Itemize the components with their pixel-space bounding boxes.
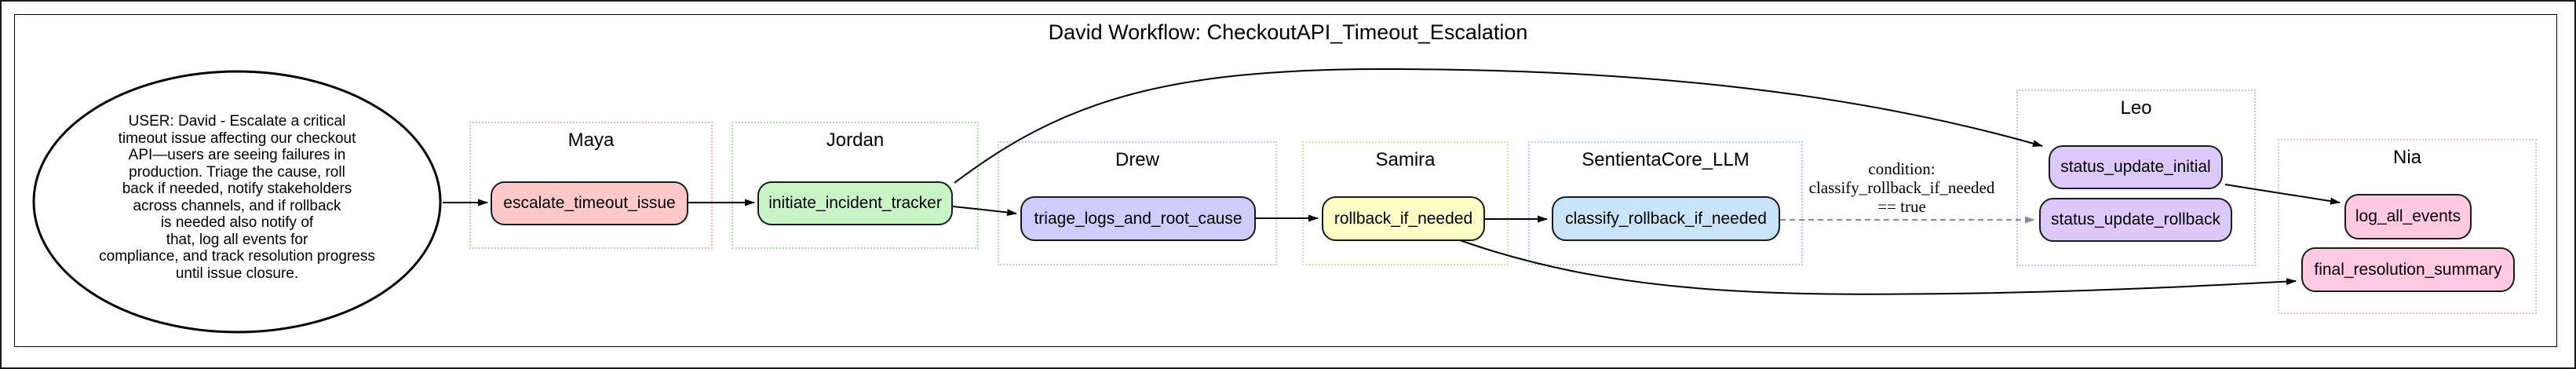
node-label: rollback_if_needed xyxy=(1334,209,1473,228)
cluster-nia: Nia xyxy=(2278,139,2537,314)
node-label: log_all_events xyxy=(2355,207,2461,225)
diagram-title: David Workflow: CheckoutAPI_Timeout_Esca… xyxy=(1048,20,1528,44)
node-triage-logs-and-root-cause: triage_logs_and_root_cause xyxy=(1020,196,1256,241)
node-rollback-if-needed: rollback_if_needed xyxy=(1322,196,1485,241)
edge-rollback-to-final-summary xyxy=(1459,239,2297,295)
cluster-drew-label: Drew xyxy=(1115,149,1159,170)
node-initiate-incident-tracker: initiate_incident_tracker xyxy=(757,181,953,225)
node-label: status_update_rollback xyxy=(2051,210,2220,228)
node-escalate-timeout-issue: escalate_timeout_issue xyxy=(491,181,688,225)
cluster-leo-label: Leo xyxy=(2120,97,2152,119)
node-final-resolution-summary: final_resolution_summary xyxy=(2301,247,2515,292)
cluster-maya: Maya xyxy=(469,122,713,249)
node-classify-rollback-if-needed: classify_rollback_if_needed xyxy=(1552,196,1780,241)
cluster-nia-label: Nia xyxy=(2392,147,2421,168)
node-label: initiate_incident_tracker xyxy=(768,194,942,212)
node-label: triage_logs_and_root_cause xyxy=(1034,209,1242,228)
cluster-sentientacore-llm-label: SentientaCore_LLM xyxy=(1582,149,1750,170)
cluster-sentientacore-llm: SentientaCore_LLM xyxy=(1528,141,1803,265)
edge-initiate-to-triage xyxy=(952,206,1017,217)
cluster-jordan-label: Jordan xyxy=(826,130,885,151)
cluster-drew: Drew xyxy=(998,141,1277,265)
node-label: final_resolution_summary xyxy=(2314,260,2502,279)
cluster-jordan: Jordan xyxy=(732,122,979,249)
node-label: classify_rollback_if_needed xyxy=(1565,209,1767,228)
cluster-samira: Samira xyxy=(1302,141,1509,265)
cluster-maya-label: Maya xyxy=(567,130,615,151)
node-label: escalate_timeout_issue xyxy=(503,194,676,212)
node-label: status_update_initial xyxy=(2060,158,2211,176)
cluster-samira-label: Samira xyxy=(1375,149,1436,170)
condition-edge-label: condition: classify_rollback_if_needed =… xyxy=(1808,159,1995,216)
user-request-text: USER: David - Escalate a critical timeou… xyxy=(99,113,375,282)
cluster-leo: Leo xyxy=(2016,90,2256,266)
edge-status-initial-to-log-all-events xyxy=(2224,184,2341,205)
node-log-all-events: log_all_events xyxy=(2344,194,2472,239)
node-status-update-rollback: status_update_rollback xyxy=(2039,198,2232,242)
user-request-ellipse xyxy=(32,70,442,334)
diagram-frame xyxy=(14,14,2557,347)
edge-initiate-to-status-update-initial xyxy=(954,68,2043,184)
node-status-update-initial: status_update_initial xyxy=(2049,145,2223,189)
